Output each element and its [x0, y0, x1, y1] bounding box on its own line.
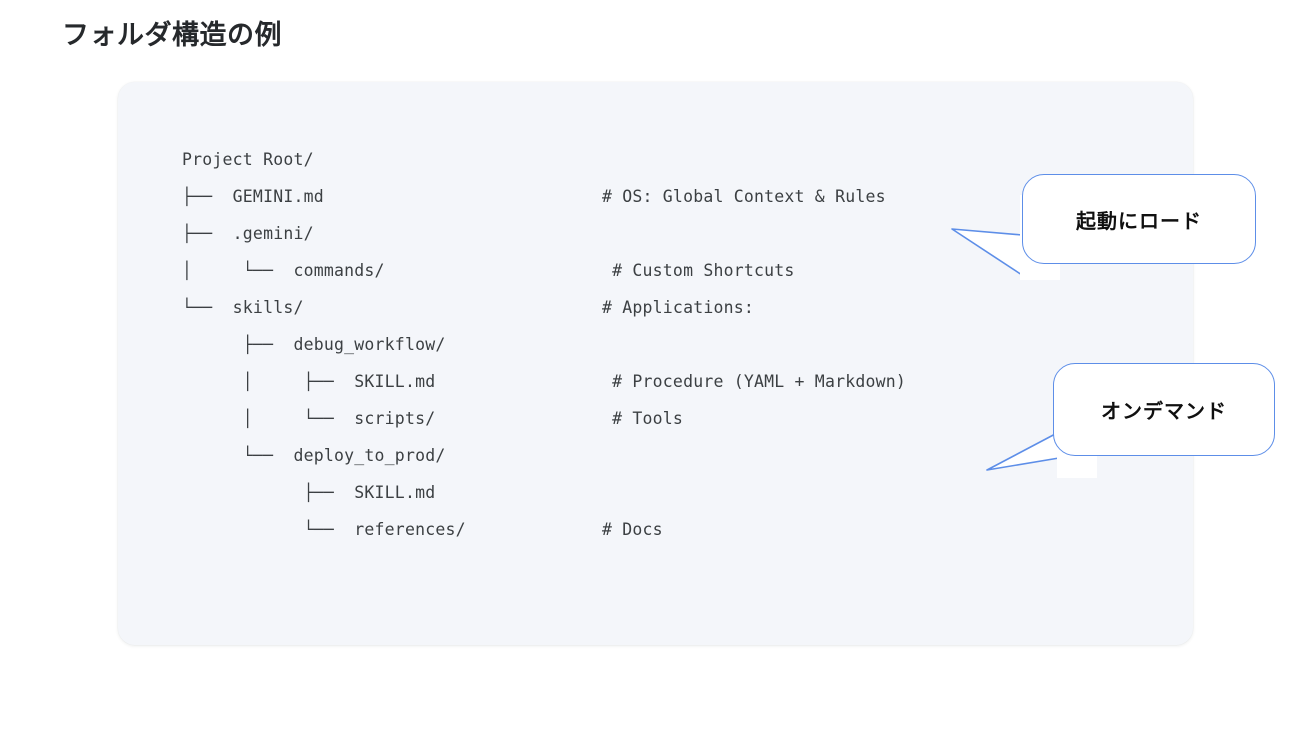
code-line: └── skills/ # Applications:	[182, 289, 906, 326]
callout-startup[interactable]: 起動にロード	[1022, 174, 1256, 264]
code-line: │ ├── SKILL.md # Procedure (YAML + Markd…	[182, 363, 906, 400]
code-line: Project Root/	[182, 141, 906, 178]
code-line: │ └── scripts/ # Tools	[182, 400, 906, 437]
tree-path: Project Root/	[182, 150, 314, 169]
tree-comment: # Tools	[602, 409, 684, 428]
code-line: ├── GEMINI.md # OS: Global Context & Rule…	[182, 178, 906, 215]
tree-path: ├── SKILL.md	[182, 483, 436, 502]
tree-comment: # Custom Shortcuts	[602, 261, 795, 280]
code-line: │ └── commands/ # Custom Shortcuts	[182, 252, 906, 289]
code-line: └── deploy_to_prod/	[182, 437, 906, 474]
tree-path: │ ├── SKILL.md	[182, 372, 436, 391]
callout-ondemand[interactable]: オンデマンド	[1053, 363, 1275, 456]
tree-path: │ └── scripts/	[182, 409, 436, 428]
tree-path: ├── GEMINI.md	[182, 187, 324, 206]
code-line: ├── .gemini/	[182, 215, 906, 252]
tree-comment: # Procedure (YAML + Markdown)	[602, 372, 907, 391]
page-title: フォルダ構造の例	[62, 20, 282, 50]
tree-path: │ └── commands/	[182, 261, 385, 280]
tree-comment: # Docs	[602, 520, 663, 539]
tree-path: └── skills/	[182, 298, 304, 317]
tree-comment: # OS: Global Context & Rules	[602, 187, 886, 206]
folder-tree-code-block: Project Root/ ├── GEMINI.md # OS: Global C…	[182, 141, 906, 548]
tree-path: └── references/	[182, 520, 466, 539]
callout-startup-label: 起動にロード	[1076, 210, 1202, 233]
folder-structure-card: Project Root/ ├── GEMINI.md # OS: Global C…	[118, 82, 1193, 645]
tree-path: ├── .gemini/	[182, 224, 314, 243]
code-line: ├── SKILL.md	[182, 474, 906, 511]
code-line: └── references/ # Docs	[182, 511, 906, 548]
tree-path: └── deploy_to_prod/	[182, 446, 446, 465]
callout-ondemand-label: オンデマンド	[1101, 401, 1227, 423]
tree-comment: # Applications:	[602, 298, 755, 317]
tree-path: ├── debug_workflow/	[182, 335, 446, 354]
code-line: ├── debug_workflow/	[182, 326, 906, 363]
